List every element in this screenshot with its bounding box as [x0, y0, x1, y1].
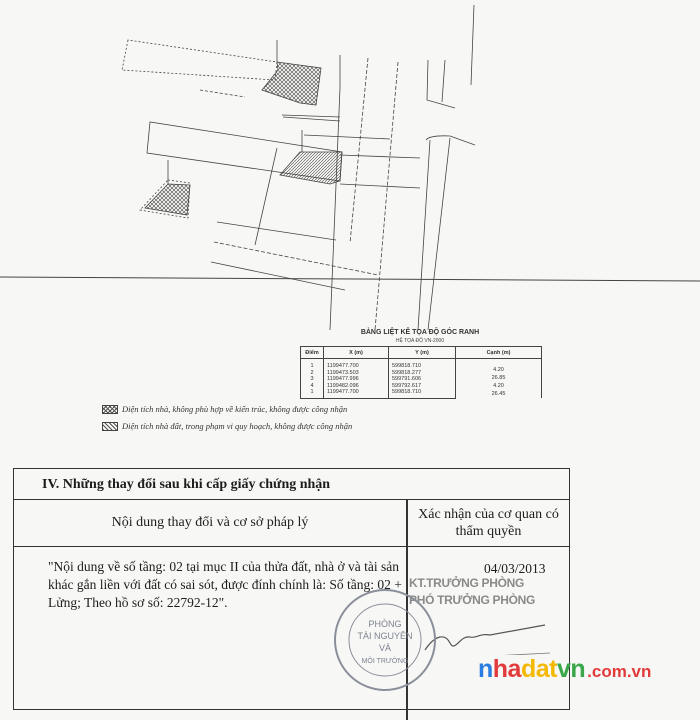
cell-x: 1199477.996: [323, 376, 389, 383]
legend-item-diagonal: Diện tích nhà đất, trong phạm vi quy hoạ…: [102, 421, 352, 431]
edge-value: 4.20: [493, 383, 504, 389]
cell-x: 1199477.700: [323, 358, 389, 370]
cell-x: 1199482.096: [323, 382, 389, 390]
cell-edges: 4.20 26.85 4.20 26.45: [455, 358, 542, 399]
col-header-confirmation: Xác nhận của cơ quan có thẩm quyền: [418, 507, 559, 539]
legend-text: Diện tích nhà, không phù hợp về kiến trú…: [122, 404, 348, 414]
cell-y: 599818.710: [388, 389, 456, 399]
table-row: 1 1199477.700 599818.710 4.20 26.85 4.20…: [300, 358, 542, 399]
col-header-x: X (m): [323, 346, 389, 359]
crosshatch-swatch-icon: [102, 404, 118, 414]
signer-line-2: PHÓ TRƯỞNG PHÒNG: [409, 593, 536, 607]
col-header-point: Điểm: [300, 346, 324, 359]
cell-x: 1199473.503: [323, 369, 389, 377]
signature-image: [424, 624, 550, 655]
table-row: 2 1199473.503 599818.277: [300, 369, 542, 377]
coord-table: Điểm X (m) Y (m) Cạnh (m) 1 1199477.700 …: [300, 346, 542, 399]
cell-point: 3: [300, 376, 324, 383]
signer-line-1: KT.TRƯỞNG PHÒNG: [409, 576, 525, 590]
logo-house-n: n: [478, 655, 493, 683]
logo-ha: ha: [492, 655, 522, 683]
cell-y: 599792.617: [388, 382, 456, 390]
cell-point: 2: [300, 369, 324, 377]
logo-dat: dat: [520, 655, 558, 683]
svg-text:VÀ: VÀ: [379, 643, 391, 653]
column-divider: [406, 500, 408, 720]
section-title: IV. Những thay đổi sau khi cấp giấy chứn…: [14, 469, 569, 500]
cadastral-map: [0, 4, 700, 330]
cell-y: 599791.606: [388, 376, 456, 383]
table-row: 4 1199482.096 599792.617: [300, 382, 542, 390]
legend-text: Diện tích nhà đất, trong phạm vi quy hoạ…: [122, 421, 353, 431]
confirmation-date: 04/03/2013: [484, 561, 546, 576]
edge-value: 4.20: [493, 367, 504, 373]
cell-y: 599818.277: [388, 369, 456, 377]
svg-text:TÀI NGUYÊN: TÀI NGUYÊN: [357, 631, 412, 641]
diagonal-swatch-icon: [102, 421, 118, 431]
cell-point: 1: [300, 358, 324, 370]
coord-table-subtitle: HỆ TỌA ĐỘ VN-2000: [395, 338, 445, 344]
col-header-y: Y (m): [388, 346, 456, 359]
cell-x: 1199477.700: [323, 389, 389, 399]
signer-title: KT.TRƯỞNG PHÒNG PHÓ TRƯỞNG PHÒNG: [409, 576, 535, 607]
col-header-changes: Nội dung thay đổi và cơ sở pháp lý: [111, 515, 309, 530]
legend-item-crosshatch: Diện tích nhà, không phù hợp về kiến trú…: [102, 404, 347, 414]
logo-vn: vn: [556, 655, 586, 683]
cell-y: 599818.710: [388, 358, 456, 370]
official-stamp: PHÒNG TÀI NGUYÊN VÀ MÔI TRƯỜNG: [330, 585, 440, 695]
col-header-edge: Cạnh (m): [455, 346, 542, 359]
edge-value: 26.45: [491, 391, 506, 397]
svg-text:PHÒNG: PHÒNG: [368, 619, 401, 629]
edge-value: 26.85: [491, 375, 506, 381]
table-row: 1 1199477.700 599818.710: [300, 389, 542, 399]
logo-domain: .com.vn: [587, 662, 652, 681]
cell-point: 1: [300, 389, 324, 399]
change-content: "Nội dung về số tầng: 02 tại mục II của …: [48, 559, 402, 610]
cell-point: 4: [300, 382, 324, 390]
table-row: 3 1199477.996 599791.606: [300, 376, 542, 383]
svg-text:MÔI TRƯỜNG: MÔI TRƯỜNG: [362, 656, 409, 665]
watermark-logo: n ha dat vn .com.vn: [478, 655, 651, 684]
section-header-row: Nội dung thay đổi và cơ sở pháp lý Xác n…: [14, 500, 569, 547]
coord-table-title: BẢNG LIỆT KÊ TỌA ĐỘ GÓC RANH: [360, 329, 480, 336]
